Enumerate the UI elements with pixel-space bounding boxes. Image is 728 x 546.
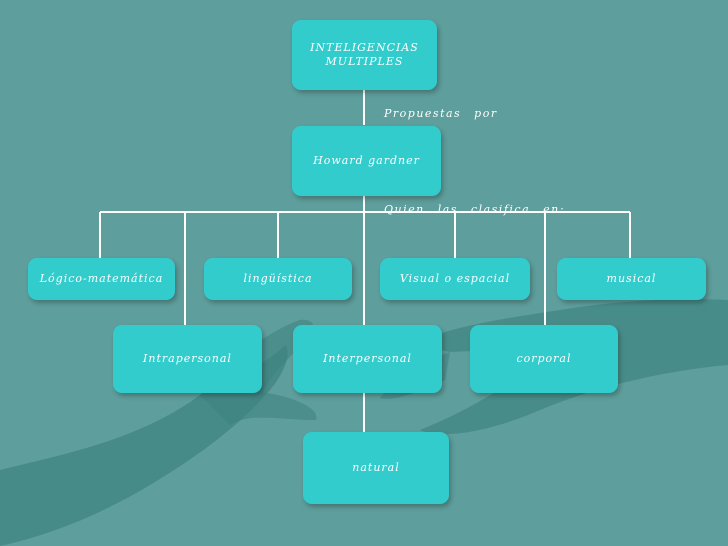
node-interpersonal: Interpersonal — [293, 325, 442, 393]
node-logico-matematica: Lógico-matemática — [28, 258, 175, 300]
node-musical: musical — [557, 258, 706, 300]
node-corporal: corporal — [470, 325, 618, 393]
node-visual-espacial: Visual o espacial — [380, 258, 530, 300]
node-natural: natural — [303, 432, 449, 504]
connector-label-propuestas-por: Propuestas por — [384, 107, 498, 120]
node-linguistica: lingüística — [204, 258, 352, 300]
node-howard-gardner: Howard gardner — [292, 126, 441, 196]
node-intrapersonal: Intrapersonal — [113, 325, 262, 393]
connector-label-clasifica-en: Quien las clasifica en: — [384, 203, 565, 216]
node-inteligencias-multiples: INTELIGENCIAS MULTIPLES — [292, 20, 437, 90]
